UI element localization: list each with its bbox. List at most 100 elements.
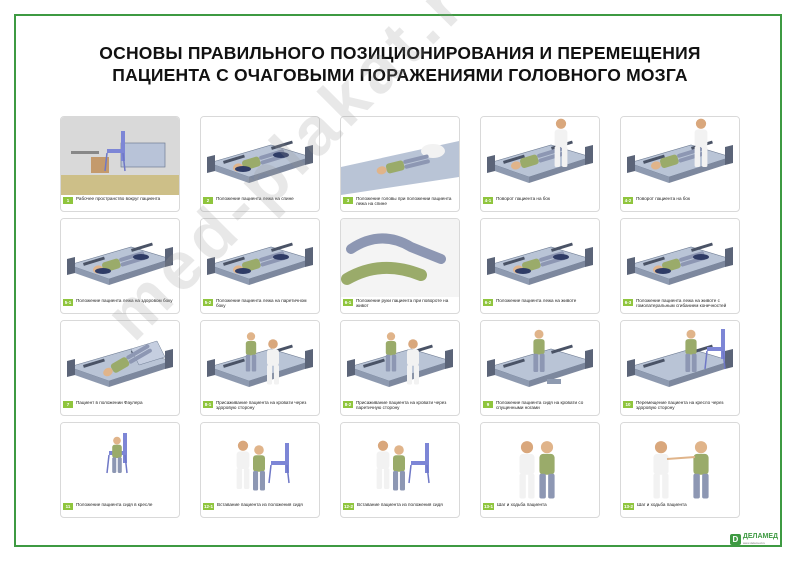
illustration-image <box>61 219 179 297</box>
illustration-image <box>621 219 739 297</box>
card-number-badge: 8-1 <box>203 401 213 408</box>
card-number-badge: 13-1 <box>483 503 495 510</box>
card-caption-text: Пациент в положении Фаулера <box>76 400 143 405</box>
poster-frame <box>14 14 782 547</box>
card-number-badge: 5-1 <box>63 299 73 306</box>
card-number-badge: 4-1 <box>483 197 493 204</box>
card-number-badge: 1 <box>63 197 73 204</box>
card-caption-text: Присаживание пациента на кровати через п… <box>356 400 447 411</box>
card-number-badge: 8-2 <box>343 401 353 408</box>
card-number-badge: 12-1 <box>203 503 215 510</box>
logo-icon: D <box>729 533 741 545</box>
card-number-badge: 13-2 <box>623 503 635 510</box>
logo-sub: www.delamed.ru <box>742 541 766 545</box>
card-number-badge: 3 <box>343 197 353 204</box>
illustration-image <box>61 423 179 501</box>
illustration-image <box>341 219 459 297</box>
title-line-2: ПАЦИЕНТА С ОЧАГОВЫМИ ПОРАЖЕНИЯМИ ГОЛОВНО… <box>112 65 688 85</box>
illustration-image <box>61 321 179 399</box>
illustration-image <box>481 423 599 501</box>
poster-title: ОСНОВЫ ПРАВИЛЬНОГО ПОЗИЦИОНИРОВАНИЯ И ПЕ… <box>40 42 760 86</box>
card-number-badge: 4-2 <box>623 197 633 204</box>
illustration-image <box>341 423 459 501</box>
card-number-badge: 2 <box>203 197 213 204</box>
logo-name: ДЕЛАМЕД <box>742 533 778 540</box>
card-caption-text: Шаг и ходьба пациента <box>497 502 547 507</box>
card-caption-text: Положение пациента сидя в кресле <box>76 502 153 507</box>
illustration-image <box>201 117 319 195</box>
illustration-image <box>621 321 739 399</box>
card-number-badge: 9 <box>483 401 493 408</box>
card-caption-text: Перемещение пациента на кресло через здо… <box>636 400 724 411</box>
card-caption-text: Вставание пациента из положения сидя <box>217 502 303 507</box>
title-line-1: ОСНОВЫ ПРАВИЛЬНОГО ПОЗИЦИОНИРОВАНИЯ И ПЕ… <box>99 43 701 63</box>
card-caption-text: Положение руки пациента при повороте на … <box>356 298 449 309</box>
card-caption-text: Положение пациента лежа на спине <box>216 196 294 201</box>
illustration-image <box>621 117 739 195</box>
card-number-badge: 6-1 <box>343 299 353 306</box>
illustration-image <box>481 321 599 399</box>
card-caption-text: Поворот пациента на бок <box>496 196 550 201</box>
card-caption-text: Шаг и ходьба пациента <box>637 502 687 507</box>
card-caption-text: Положение пациента сидя на кровати со сп… <box>496 400 584 411</box>
card-caption-text: Вставание пациента из положения сидя <box>357 502 443 507</box>
card-number-badge: 6-3 <box>623 299 633 306</box>
illustration-image <box>481 117 599 195</box>
illustration-image <box>621 423 739 501</box>
illustration-image <box>341 321 459 399</box>
illustration-image <box>341 117 459 195</box>
card-number-badge: 10 <box>623 401 633 408</box>
card-number-badge: 7 <box>63 401 73 408</box>
card-number-badge: 11 <box>63 503 73 510</box>
card-caption-text: Положение пациента лежа на паретичном бо… <box>216 298 307 309</box>
publisher-logo: D ДЕЛАМЕД www.delamed.ru <box>729 533 778 545</box>
card-caption-text: Присаживание пациента на кровати через з… <box>216 400 307 411</box>
card-caption-text: Положение пациента лежа на животе <box>496 298 577 303</box>
card-caption-text: Поворот пациента на бок <box>636 196 690 201</box>
illustration-image <box>481 219 599 297</box>
card-caption-text: Положение головы при положении пациента … <box>356 196 452 207</box>
illustration-image <box>61 117 179 195</box>
card-number-badge: 5-2 <box>203 299 213 306</box>
card-caption-text: Рабочее пространство вокруг пациента <box>76 196 161 201</box>
illustration-image <box>201 423 319 501</box>
illustration-image <box>201 321 319 399</box>
